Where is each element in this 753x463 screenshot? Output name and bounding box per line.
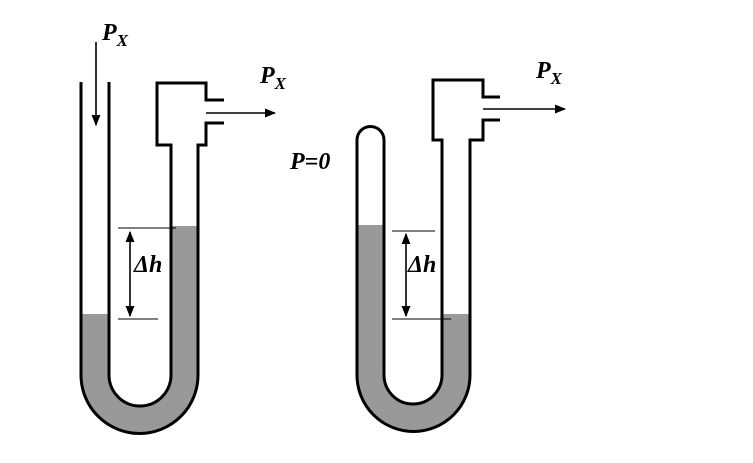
right-manometer: P=0 PX Δh <box>289 58 567 433</box>
left-outlet-label: PX <box>259 63 287 93</box>
left-tube-inner-wall <box>107 81 224 408</box>
left-manometer: PX PX Δh <box>79 20 287 435</box>
left-liquid <box>81 226 198 434</box>
right-tube-outer-wall <box>355 78 500 406</box>
left-height-label: Δh <box>133 252 162 278</box>
left-inlet-label: PX <box>101 20 129 50</box>
right-closed-end-label: P=0 <box>289 149 330 175</box>
right-tube-inner-wall <box>355 118 500 433</box>
left-tube-outer-wall <box>79 82 224 435</box>
right-height-label: Δh <box>407 252 436 278</box>
right-outlet-label: PX <box>535 58 563 88</box>
